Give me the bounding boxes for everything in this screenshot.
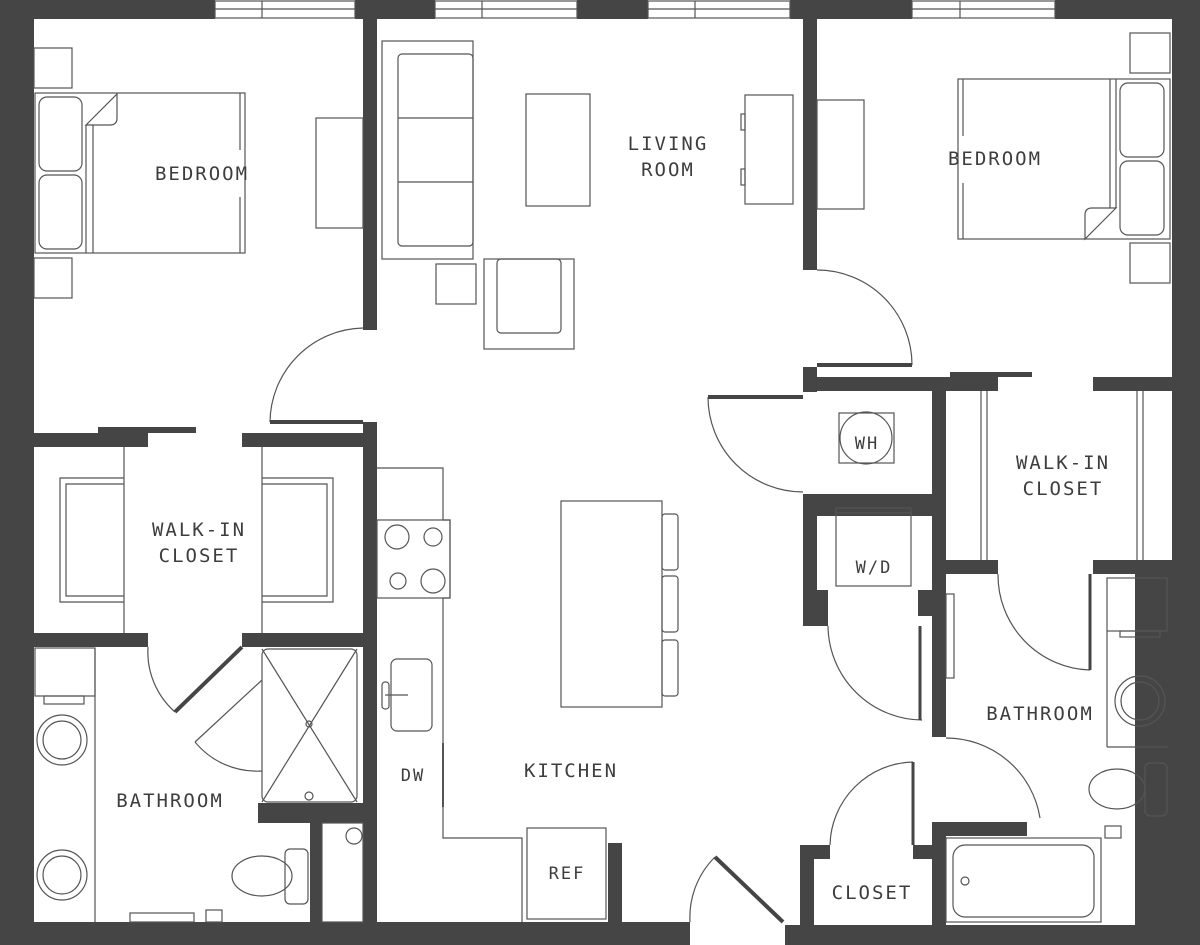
label-bedroom-1: BEDROOM <box>154 163 250 185</box>
label-walk-in-closet-2: WALK-IN CLOSET <box>1016 450 1110 502</box>
label-water-heater: WH <box>854 434 880 454</box>
label-wic1-line-2: CLOSET <box>158 545 240 567</box>
label-refrigerator: REF <box>548 864 586 884</box>
label-walk-in-closet-1: WALK-IN CLOSET <box>152 517 246 569</box>
label-living-line-1: LIVING <box>627 133 709 155</box>
label-wic2-line-1: WALK-IN <box>1015 452 1111 474</box>
label-bathroom-2: BATHROOM <box>986 703 1094 725</box>
label-bathroom-1: BATHROOM <box>116 790 224 812</box>
label-wic1-line-1: WALK-IN <box>151 519 247 541</box>
windows <box>214 0 1056 19</box>
label-washer-dryer: W/D <box>855 558 893 578</box>
fixtures <box>33 32 1171 923</box>
label-kitchen: KITCHEN <box>523 760 619 782</box>
label-living-room: LIVING ROOM <box>628 131 709 183</box>
doors <box>147 269 1092 924</box>
label-closet: CLOSET <box>831 882 913 904</box>
label-bedroom-2: BEDROOM <box>947 148 1043 170</box>
label-wic2-line-2: CLOSET <box>1022 478 1104 500</box>
label-living-line-2: ROOM <box>641 159 695 181</box>
label-dishwasher: DW <box>400 766 426 786</box>
